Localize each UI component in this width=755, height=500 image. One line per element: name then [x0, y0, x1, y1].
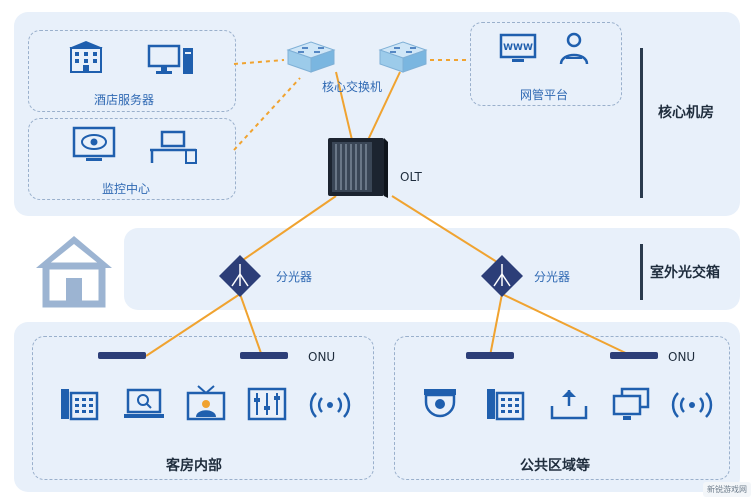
hotel-server-box — [28, 30, 236, 112]
guest-rooms-label: 客房内部 — [166, 458, 222, 474]
guest-room-box — [32, 336, 374, 480]
network-mgmt-label: 网管平台 — [520, 88, 569, 102]
onu-device-guest-2 — [240, 352, 288, 359]
onu-left-label: ONU — [308, 350, 336, 364]
admin-user-icon — [558, 32, 590, 70]
monitor-center-box — [28, 118, 236, 200]
onu-device-public-1 — [466, 352, 514, 359]
core-switch-left-icon — [284, 40, 338, 78]
telephone-public-icon — [486, 388, 525, 424]
core-switch-label: 核心交换机 — [322, 80, 383, 94]
olt-device-icon — [326, 136, 390, 202]
dual-monitor-icon — [612, 387, 650, 426]
splitter-right-label: 分光器 — [534, 270, 571, 284]
wifi-signal-icon — [309, 390, 351, 424]
public-areas-label: 公共区域等 — [520, 458, 590, 474]
splitter-right-icon — [480, 254, 524, 302]
olt-label: OLT — [400, 170, 422, 184]
laptop-search-icon — [124, 388, 164, 424]
splitter-left-icon — [218, 254, 262, 302]
eye-monitor-icon — [72, 126, 116, 168]
wifi-signal-public-icon — [671, 390, 713, 424]
site-watermark: 新锐游戏网 — [703, 482, 751, 497]
network-mgmt-box — [470, 22, 622, 106]
core-zone-divider — [640, 48, 643, 198]
monitor-center-label: 监控中心 — [102, 182, 151, 196]
house-icon — [34, 234, 114, 310]
security-camera-icon — [420, 388, 460, 424]
audio-mixer-icon — [247, 387, 287, 424]
splitter-left-label: 分光器 — [276, 270, 313, 284]
upload-tray-icon — [550, 388, 588, 424]
desktop-computer-icon — [147, 44, 196, 80]
www-monitor-icon: WWW — [499, 33, 537, 70]
onu-right-label: ONU — [668, 350, 696, 364]
outdoor-zone-divider — [640, 244, 643, 300]
workstation-desk-icon — [148, 128, 198, 168]
building-icon — [68, 40, 104, 78]
core-switch-right-icon — [376, 40, 430, 78]
telephone-icon — [60, 388, 99, 424]
hotel-server-label: 酒店服务器 — [94, 93, 155, 107]
outdoor-box-label: 室外光交箱 — [650, 265, 720, 281]
tv-icon — [186, 384, 226, 426]
svg-text:WWW: WWW — [503, 43, 533, 53]
onu-device-public-2 — [610, 352, 658, 359]
onu-device-guest-1 — [98, 352, 146, 359]
core-room-label: 核心机房 — [658, 105, 714, 121]
public-area-box — [394, 336, 730, 480]
